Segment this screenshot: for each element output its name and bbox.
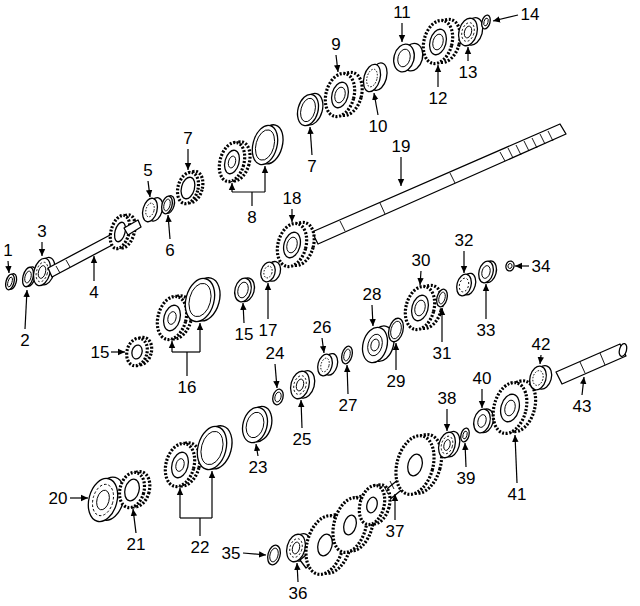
callout-number: 10 — [368, 117, 389, 136]
callout-number: 5 — [142, 161, 153, 180]
callout-number: 7 — [182, 129, 193, 148]
callout-number: 34 — [531, 257, 552, 276]
callout-number: 30 — [411, 251, 432, 270]
callout-number: 6 — [164, 241, 175, 260]
callout-number: 3 — [36, 222, 47, 241]
callout-number: 23 — [248, 458, 269, 477]
callout-number: 27 — [338, 396, 359, 415]
callout-number: 9 — [330, 35, 341, 54]
callout-number: 12 — [428, 89, 449, 108]
callout-number: 42 — [531, 335, 552, 354]
callout-number: 29 — [386, 372, 407, 391]
callout-number: 20 — [48, 489, 69, 508]
callout-number: 13 — [458, 63, 479, 82]
callout-number: 8 — [246, 208, 257, 227]
callout-number: 7 — [306, 157, 317, 176]
callout-number: 43 — [572, 397, 593, 416]
callout-number: 33 — [476, 321, 497, 340]
callout-number: 15 — [234, 325, 255, 344]
callout-number: 17 — [258, 321, 279, 340]
callout-number: 39 — [456, 469, 477, 488]
callout-number: 21 — [126, 535, 147, 554]
callout-number: 15 — [90, 343, 111, 362]
callout-number: 41 — [507, 485, 528, 504]
callout-number: 16 — [177, 378, 198, 397]
callout-number: 25 — [292, 430, 313, 449]
callout-number: 4 — [88, 283, 99, 302]
callout-number: 18 — [282, 189, 303, 208]
callout-number: 37 — [385, 522, 406, 541]
callout-number: 40 — [472, 369, 493, 388]
callout-number: 26 — [312, 318, 333, 337]
callout-number: 38 — [437, 389, 458, 408]
callout-number: 36 — [288, 584, 309, 603]
callout-number: 19 — [391, 137, 412, 156]
callout-number: 31 — [432, 344, 453, 363]
callout-number: 24 — [265, 344, 286, 363]
callout-number: 1 — [2, 241, 13, 260]
callout-number: 32 — [454, 231, 475, 250]
callout-number: 28 — [362, 285, 383, 304]
callout-number: 14 — [520, 5, 541, 24]
callout-number: 2 — [19, 331, 30, 350]
callout-number: 22 — [190, 538, 211, 557]
callout-number: 11 — [392, 3, 412, 22]
callout-number: 35 — [221, 544, 242, 563]
